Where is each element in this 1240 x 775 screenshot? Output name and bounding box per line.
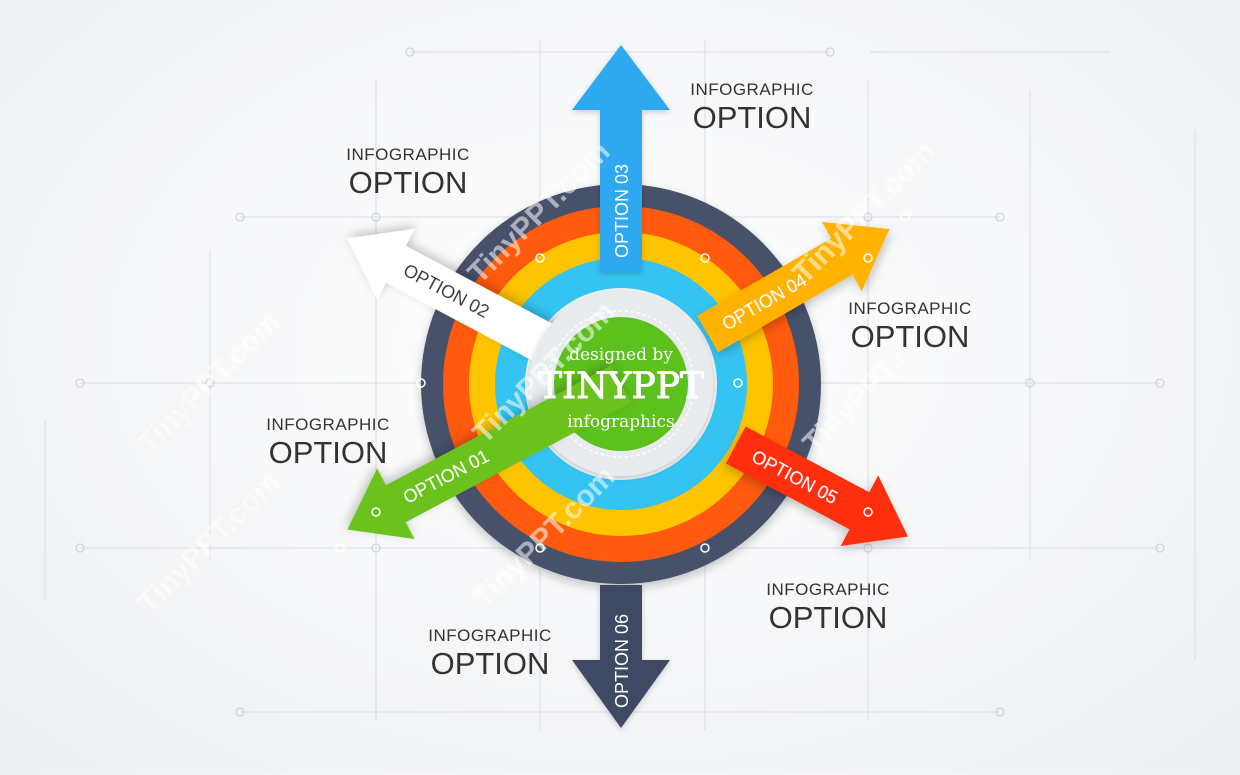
label-small: INFOGRAPHIC [848, 299, 972, 318]
center-branding: designed by TINYPPT infographics [538, 345, 705, 432]
connector-dots [335, 212, 910, 553]
infographic-label-right: INFOGRAPHIC OPTION [830, 299, 990, 355]
label-small: INFOGRAPHIC [266, 415, 390, 434]
watermarks: TinyPPT.com TinyPPT.com TinyPPT.com Tiny… [132, 135, 952, 620]
arrow-option-06-label: OPTION 06 [612, 614, 632, 708]
infographic-label-left: INFOGRAPHIC OPTION [248, 415, 408, 471]
grid-dots [75, 47, 1165, 717]
arrow-option-03-label: OPTION 03 [612, 164, 632, 258]
watermark-2: TinyPPT.com [132, 465, 287, 620]
infographic-label-upper-left: INFOGRAPHIC OPTION [328, 145, 488, 201]
center-line-1: designed by [569, 345, 673, 365]
center-line-2: TINYPPT [538, 366, 704, 407]
label-big: OPTION [348, 165, 468, 200]
label-big: OPTION [430, 646, 550, 681]
center-line-3: infographics [567, 412, 675, 432]
label-big: OPTION [850, 319, 970, 354]
label-big: OPTION [268, 435, 388, 470]
label-small: INFOGRAPHIC [428, 626, 552, 645]
infographic-label-bottom: INFOGRAPHIC OPTION [410, 626, 570, 682]
label-big: OPTION [768, 600, 888, 635]
label-small: INFOGRAPHIC [766, 580, 890, 599]
arrow-option-03: OPTION 03 [572, 45, 670, 272]
arrow-option-06: OPTION 06 [572, 585, 670, 728]
label-big: OPTION [692, 100, 812, 135]
label-small: INFOGRAPHIC [690, 80, 814, 99]
label-small: INFOGRAPHIC [346, 145, 470, 164]
infographic-label-top-right: INFOGRAPHIC OPTION [672, 80, 832, 136]
infographic-label-lower-right: INFOGRAPHIC OPTION [748, 580, 908, 636]
